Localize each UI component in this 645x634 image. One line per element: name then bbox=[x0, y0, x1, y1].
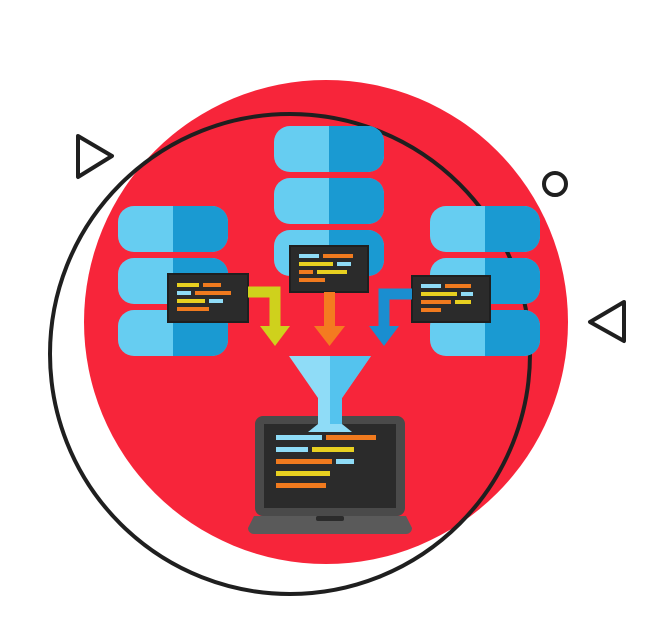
arrow-left-icon bbox=[248, 286, 290, 346]
arrow-right-icon bbox=[369, 288, 412, 346]
database-left-icon bbox=[118, 206, 249, 356]
database-center-icon bbox=[274, 126, 384, 293]
triangle-right-decor-icon bbox=[588, 300, 626, 343]
database-right-icon bbox=[411, 206, 540, 356]
triangle-left-decor-icon bbox=[76, 134, 114, 179]
laptop-icon bbox=[248, 416, 412, 534]
arrow-middle-icon bbox=[314, 292, 345, 346]
circle-decor-icon bbox=[542, 171, 568, 197]
funnel-icon bbox=[289, 356, 371, 432]
